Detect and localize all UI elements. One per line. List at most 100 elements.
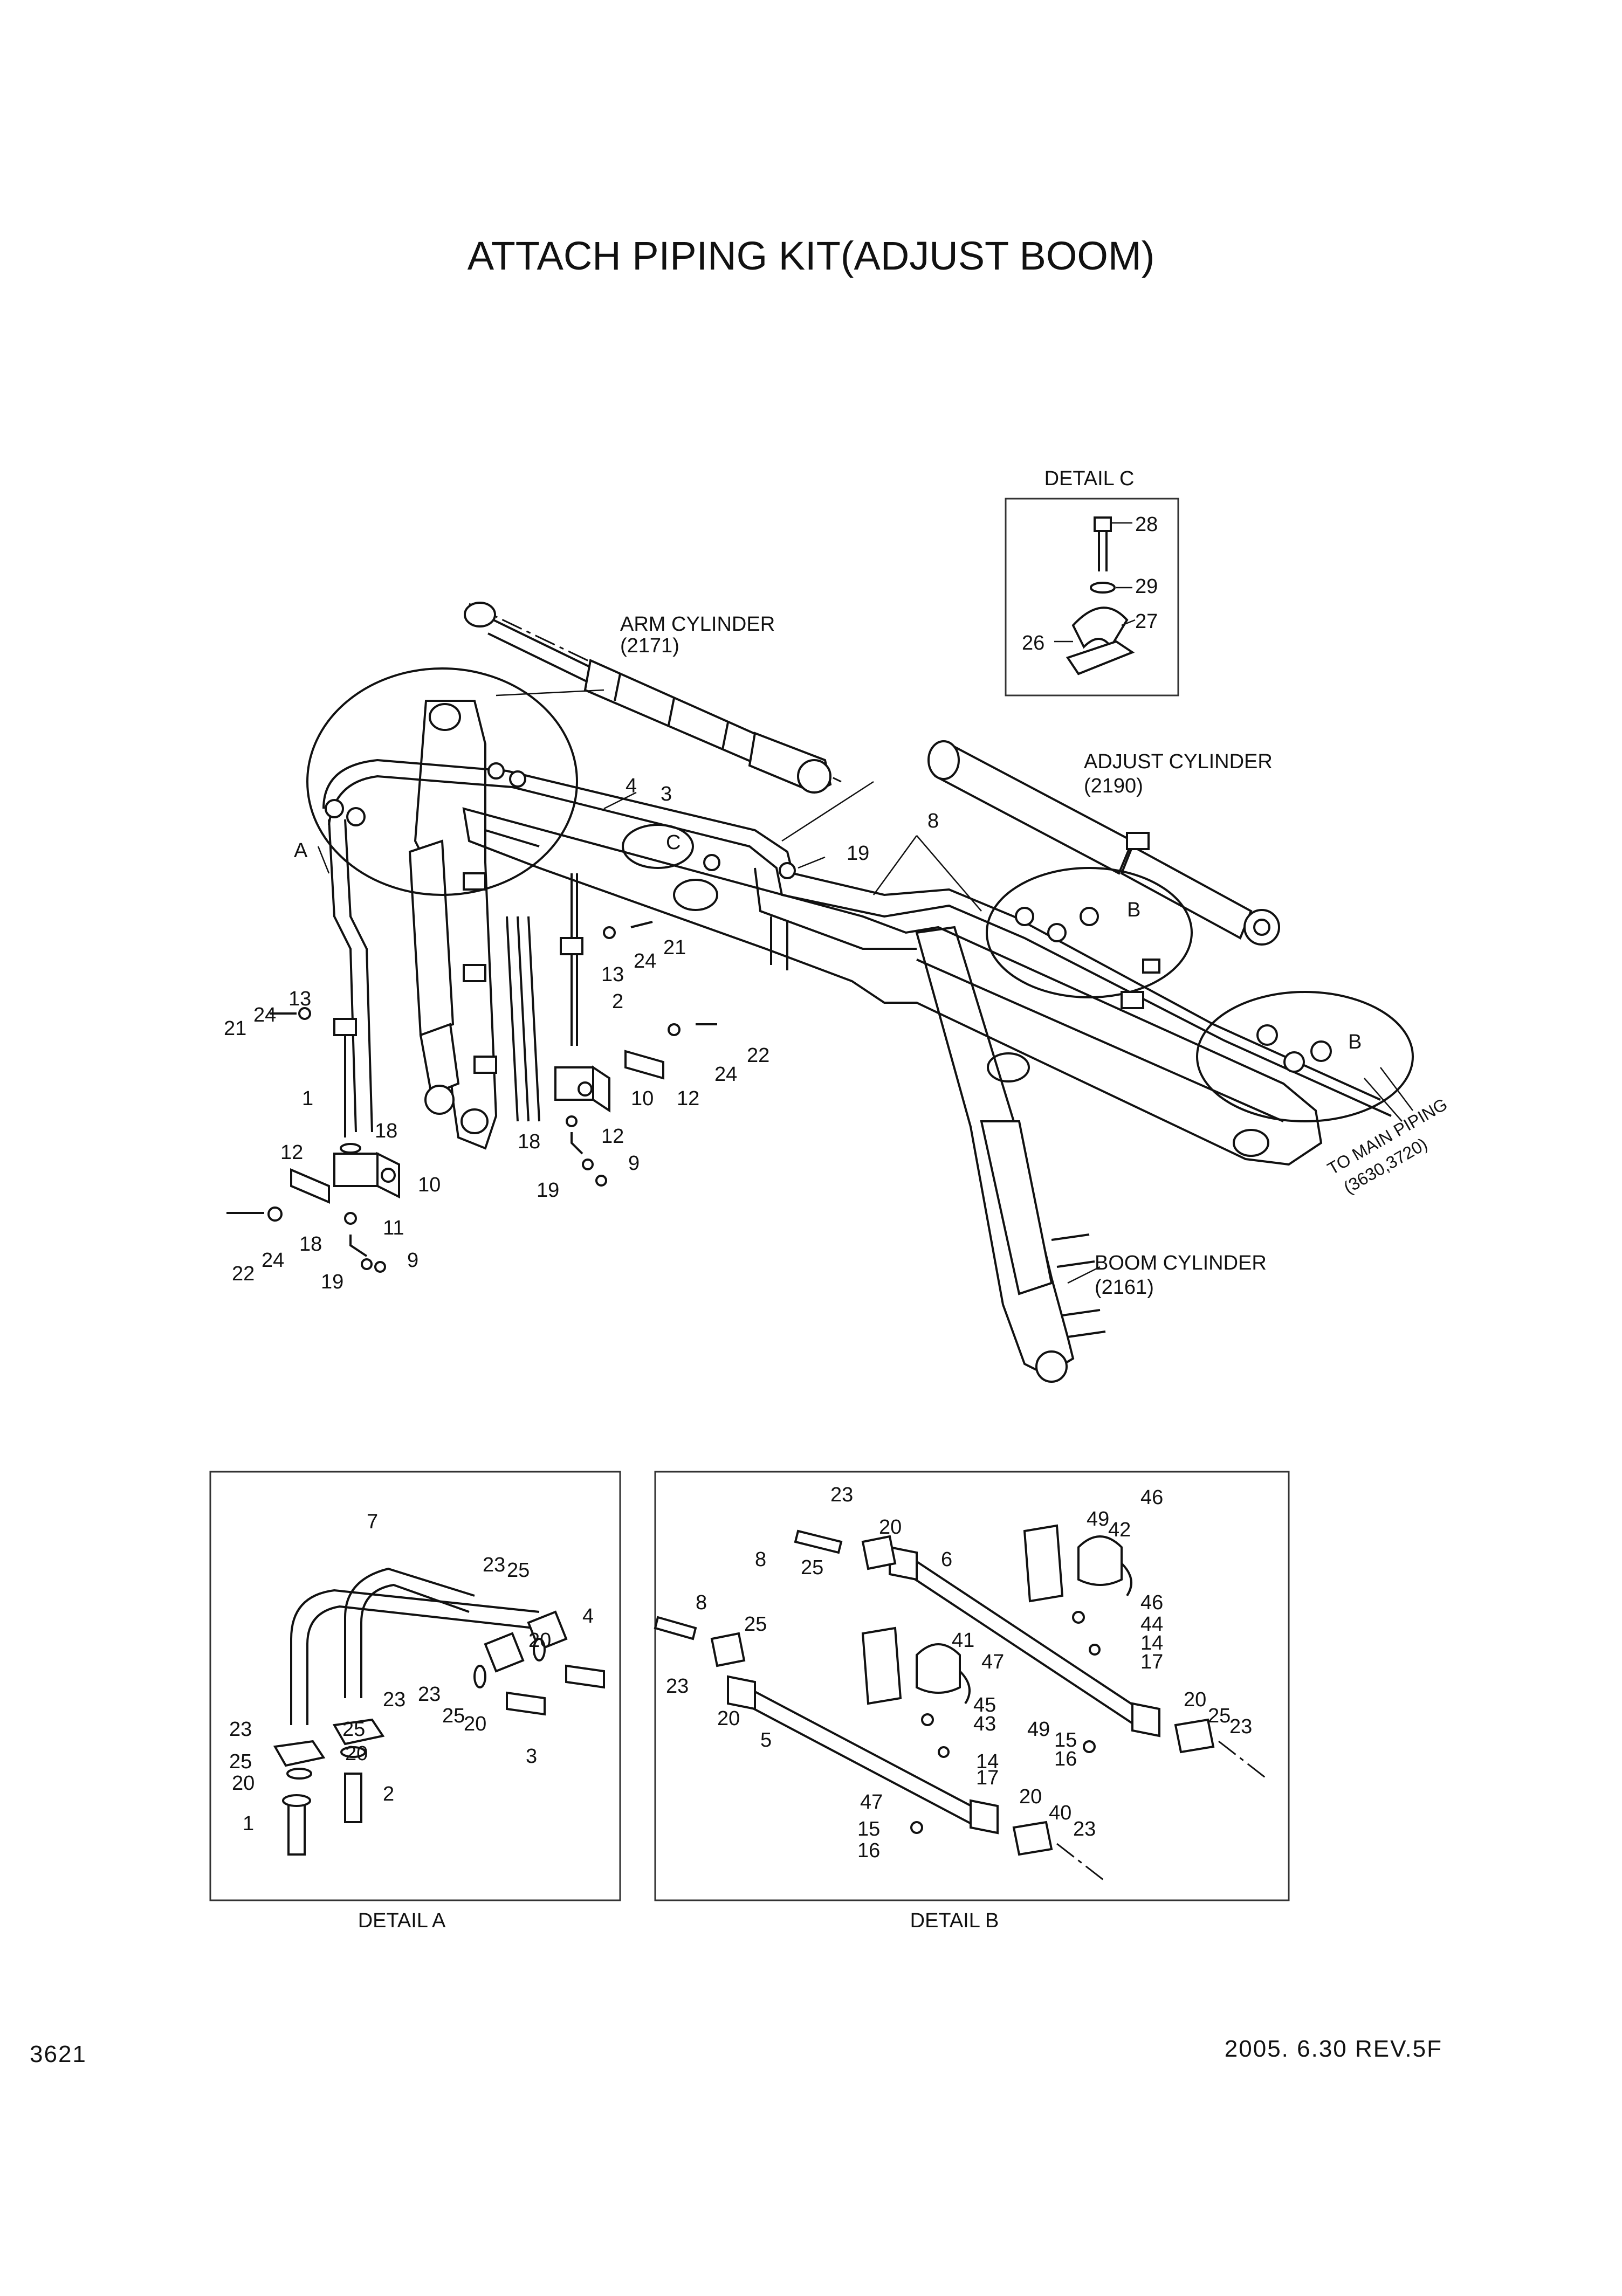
part-number: 21 bbox=[663, 936, 686, 959]
detail-a: DETAIL A 1 2 3 4 7 20 20 20 20 23 23 23 … bbox=[209, 1471, 621, 1932]
revision-stamp: 2005. 6.30 REV.5F bbox=[1225, 2036, 1442, 2062]
part-number: 23 bbox=[1229, 1715, 1252, 1738]
part-number: 43 bbox=[973, 1713, 996, 1735]
part-number: 19 bbox=[847, 842, 869, 865]
part-number: 14 bbox=[1140, 1632, 1163, 1654]
part-number: 16 bbox=[857, 1839, 880, 1862]
boom-cylinder-label: BOOM CYLINDER bbox=[1095, 1252, 1267, 1274]
part-number: 20 bbox=[1184, 1688, 1206, 1711]
part-number: 20 bbox=[1019, 1785, 1042, 1808]
bucket-cylinder-drawing bbox=[408, 839, 460, 1115]
part-number: 15 bbox=[857, 1818, 880, 1840]
page-number: 3621 bbox=[30, 2041, 87, 2067]
part-number: 47 bbox=[981, 1651, 1004, 1673]
detail-b: DETAIL B 5 6 8 8 1 bbox=[654, 1471, 1290, 1932]
part-number: 12 bbox=[280, 1141, 303, 1164]
adjust-cylinder-label: ADJUST CYLINDER bbox=[1084, 750, 1273, 773]
attach-piping-lines bbox=[322, 759, 1392, 1133]
part-number: 23 bbox=[418, 1683, 441, 1706]
part-number: 21 bbox=[224, 1017, 246, 1040]
part-number: 25 bbox=[342, 1718, 365, 1741]
part-number: 19 bbox=[321, 1271, 343, 1293]
part-number: 4 bbox=[626, 775, 637, 797]
part-number: 18 bbox=[375, 1120, 397, 1142]
detail-a-caption: DETAIL A bbox=[358, 1909, 446, 1932]
part-number: 10 bbox=[631, 1087, 654, 1110]
part-number: 20 bbox=[879, 1516, 902, 1539]
part-number: 23 bbox=[383, 1688, 406, 1711]
part-number: 46 bbox=[1140, 1486, 1163, 1509]
part-number: 13 bbox=[288, 988, 311, 1010]
detail-c-caption: DETAIL C bbox=[1044, 467, 1135, 490]
part-number: 24 bbox=[253, 1004, 276, 1026]
part-number: 23 bbox=[229, 1718, 252, 1741]
part-number: 28 bbox=[1135, 513, 1158, 536]
detail-c-circle bbox=[622, 824, 694, 869]
part-number: 3 bbox=[526, 1745, 537, 1768]
part-number: 25 bbox=[442, 1705, 465, 1727]
adjust-cylinder-ref: (2190) bbox=[1084, 775, 1143, 797]
fittings-drawing bbox=[325, 762, 1332, 1073]
part-number: 6 bbox=[941, 1548, 952, 1571]
part-number: 18 bbox=[518, 1130, 540, 1153]
part-number: 7 bbox=[367, 1511, 378, 1533]
arm-cylinder-label: ARM CYLINDER bbox=[620, 613, 775, 636]
part-number: 20 bbox=[345, 1742, 368, 1765]
callout-letter-b-upper: B bbox=[1127, 899, 1140, 921]
part-number: 23 bbox=[666, 1675, 689, 1698]
part-number: 40 bbox=[1049, 1802, 1071, 1824]
part-number: 20 bbox=[232, 1772, 255, 1795]
part-number: 23 bbox=[483, 1554, 505, 1576]
part-number: 12 bbox=[677, 1087, 699, 1110]
main-annotations: ARM CYLINDER (2171) ADJUST CYLINDER (219… bbox=[224, 613, 1451, 1299]
part-number: 9 bbox=[628, 1152, 640, 1175]
part-number: 17 bbox=[1140, 1651, 1163, 1673]
part-number: 44 bbox=[1140, 1613, 1163, 1636]
detail-a-circle bbox=[306, 667, 578, 896]
part-number: 10 bbox=[418, 1174, 441, 1196]
part-number: 20 bbox=[717, 1707, 740, 1730]
part-number: 13 bbox=[601, 963, 624, 986]
left-fitting-stack bbox=[226, 1007, 400, 1273]
part-number: 49 bbox=[1027, 1718, 1050, 1741]
part-number: 11 bbox=[383, 1217, 404, 1239]
part-number: 29 bbox=[1135, 575, 1158, 598]
part-number: 5 bbox=[760, 1729, 772, 1752]
part-number: 25 bbox=[744, 1613, 767, 1636]
part-number: 25 bbox=[1208, 1705, 1231, 1727]
part-number: 47 bbox=[860, 1791, 883, 1814]
part-number: 3 bbox=[661, 783, 672, 805]
part-number: 9 bbox=[407, 1249, 418, 1272]
callout-letter-c: C bbox=[666, 831, 681, 854]
part-number: 45 bbox=[973, 1694, 996, 1716]
part-number: 27 bbox=[1135, 610, 1158, 633]
part-number: 8 bbox=[927, 810, 939, 832]
part-number: 19 bbox=[537, 1179, 559, 1202]
part-number: 46 bbox=[1140, 1591, 1163, 1614]
part-number: 2 bbox=[612, 990, 623, 1013]
part-number: 17 bbox=[976, 1767, 999, 1789]
detail-c: DETAIL C 26 27 28 29 bbox=[1005, 467, 1179, 697]
arm-cylinder-ref: (2171) bbox=[620, 635, 679, 657]
part-number: 18 bbox=[299, 1233, 322, 1256]
annotation-leaders bbox=[317, 689, 1413, 1284]
boom-cylinder-drawing bbox=[915, 926, 1106, 1383]
part-number: 20 bbox=[528, 1629, 551, 1652]
part-number: 4 bbox=[582, 1605, 594, 1628]
part-number: 22 bbox=[747, 1044, 769, 1067]
part-number: 14 bbox=[976, 1750, 999, 1773]
boom-cylinder-ref: (2161) bbox=[1095, 1276, 1154, 1299]
part-number: 25 bbox=[229, 1750, 252, 1773]
part-number: 12 bbox=[601, 1125, 624, 1148]
part-number: 20 bbox=[464, 1713, 486, 1735]
part-number: 8 bbox=[696, 1591, 707, 1614]
right-fitting-stack bbox=[554, 921, 717, 1187]
part-number: 23 bbox=[1073, 1818, 1096, 1840]
part-number: 42 bbox=[1108, 1519, 1131, 1541]
part-number: 24 bbox=[714, 1063, 737, 1086]
adjust-cylinder-drawing bbox=[927, 740, 1280, 946]
part-number: 1 bbox=[243, 1812, 254, 1835]
boom-structure-drawing bbox=[462, 807, 1323, 1166]
part-number: 25 bbox=[801, 1556, 823, 1579]
part-number: 41 bbox=[952, 1629, 974, 1652]
